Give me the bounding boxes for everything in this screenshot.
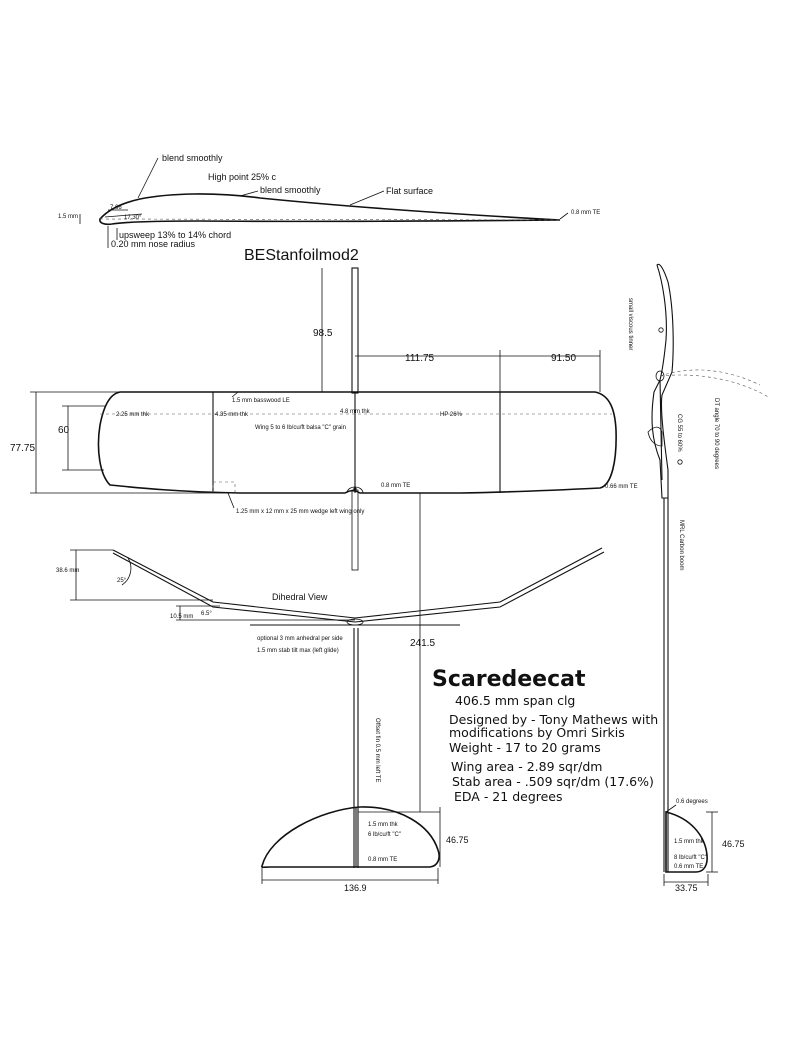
dim-fuse-nose: 98.5 bbox=[313, 328, 333, 339]
spec-span: 406.5 mm span clg bbox=[455, 693, 575, 708]
label-stab-balsa: 6 lb/cu/ft "C" bbox=[368, 832, 401, 838]
dim-outer: 91.50 bbox=[551, 353, 576, 364]
side-wing-root bbox=[647, 426, 663, 447]
label-le-thk: 1.5 mm bbox=[58, 214, 78, 220]
dim-stab-span: 136.9 bbox=[344, 883, 367, 893]
wing-mount-pin bbox=[353, 487, 357, 491]
dim-tip-chord: 60 bbox=[58, 425, 70, 436]
spec-wing-area: Wing area - 2.89 sqr/dm bbox=[451, 759, 602, 774]
spec-stab-area: Stab area - .509 sqr/dm (17.6%) bbox=[452, 774, 654, 789]
label-angle-1: 7.66 bbox=[110, 205, 122, 211]
spec-eda: EDA - 21 degrees bbox=[454, 789, 563, 804]
side-mount-hole bbox=[658, 327, 664, 333]
label-fin-balsa: 8 lb/cu/ft "C" bbox=[674, 855, 707, 861]
pylon-front bbox=[351, 267, 359, 394]
label-fin-te: 0.6 mm TE bbox=[674, 864, 703, 870]
airfoil-profile bbox=[99, 193, 561, 226]
leader-blend-upper bbox=[137, 157, 159, 199]
side-wing-mount bbox=[655, 370, 665, 382]
leader-le-note bbox=[231, 391, 239, 398]
spec-weight: Weight - 17 to 20 grams bbox=[449, 740, 601, 755]
side-view: small viscous tinner DT angle 70 to 90 d… bbox=[627, 263, 771, 893]
label-angle-2: 17.30° bbox=[124, 215, 142, 221]
spec-modifications: modifications by Omri Sirkis bbox=[449, 725, 625, 740]
label-stab-tilt: 1.5 mm stab tilt max (left glide) bbox=[257, 648, 339, 654]
dt-arc-2 bbox=[659, 369, 761, 386]
leader-wedge bbox=[227, 492, 235, 509]
label-tip-height: 38.6 mm bbox=[56, 568, 79, 574]
airfoil-name: BEStanfoilmod2 bbox=[244, 247, 359, 264]
dim-boom-len: 241.5 bbox=[410, 638, 435, 649]
label-dt-angle: DT angle 70 to 90 degrees bbox=[713, 398, 719, 469]
dihedral-fuselage bbox=[346, 618, 364, 626]
leader-flat bbox=[349, 190, 385, 206]
label-offset-fin: Offset fin 0.5 mm left TE bbox=[374, 718, 380, 782]
label-anhedral: optional 3 mm anhedral per side bbox=[257, 636, 343, 642]
label-airfoil-te: 0.8 mm TE bbox=[571, 210, 600, 216]
label-fin-angle: 0.6 degrees bbox=[676, 799, 708, 805]
label-inner-angle: 6.5° bbox=[201, 611, 212, 617]
label-wedge: 1.25 mm x 12 mm x 25 mm wedge left wing … bbox=[236, 509, 364, 515]
label-high-point: High point 25% c bbox=[208, 172, 277, 182]
wedge-area bbox=[212, 481, 236, 494]
dim-fin-chord: 33.75 bbox=[675, 883, 698, 893]
label-flat-surface: Flat surface bbox=[386, 186, 433, 196]
label-tip-angle: 25° bbox=[117, 578, 127, 584]
dim-fin-height: 46.75 bbox=[722, 839, 745, 849]
side-pod bbox=[651, 263, 674, 499]
label-fin-thk: 1.5 mm thk bbox=[674, 839, 705, 845]
dihedral-wing-bottom bbox=[112, 551, 605, 623]
leader-te bbox=[559, 212, 569, 220]
label-blend-mid: blend smoothly bbox=[260, 185, 321, 195]
boom-and-stab: Offset fin 0.5 mm left TE 1.5 mm thk 6 l… bbox=[261, 628, 469, 893]
top-view: 98.5 111.75 91.50 77.75 60 1.5 mm basswo… bbox=[10, 267, 638, 813]
label-wing-te: 0.8 mm TE bbox=[381, 483, 410, 489]
wing-planform bbox=[97, 391, 617, 494]
label-inner-height: 10.5 mm bbox=[170, 614, 193, 620]
label-carbon-boom: MRL Carbon boom bbox=[678, 520, 684, 570]
airfoil-chord-line bbox=[99, 218, 561, 221]
dihedral-view: 38.6 mm 25° 10.5 mm 6.5° Dihedral View o… bbox=[56, 547, 605, 654]
angle-arc-tip bbox=[121, 557, 132, 586]
dim-root-chord: 77.75 bbox=[10, 443, 35, 454]
label-cg: CG 55 to 60% bbox=[676, 414, 682, 452]
angle-arc-2 bbox=[104, 213, 143, 218]
spec-block: Scaredeecat 406.5 mm span clg Designed b… bbox=[432, 667, 658, 804]
dim-stab-chord: 46.75 bbox=[446, 835, 469, 845]
label-thk-mid: 4.35 mm thk bbox=[215, 412, 249, 418]
stab-planform bbox=[261, 806, 440, 869]
label-dihedral-view: Dihedral View bbox=[272, 592, 328, 602]
label-stab-thk: 1.5 mm thk bbox=[368, 822, 399, 828]
fin-outline bbox=[665, 810, 708, 873]
airfoil-section: blend smoothly High point 25% c blend sm… bbox=[58, 153, 600, 264]
label-upsweep: upsweep 13% to 14% chord bbox=[119, 230, 231, 240]
model-title: Scaredeecat bbox=[432, 667, 586, 692]
dihedral-wing-top bbox=[112, 547, 603, 619]
label-blend-upper: blend smoothly bbox=[162, 153, 223, 163]
label-stab-te: 0.8 mm TE bbox=[368, 857, 397, 863]
label-le-basswood: 1.5 mm basswood LE bbox=[232, 398, 290, 404]
label-wing-balsa: Wing 5 to 6 lb/cu/ft balsa "C" grain bbox=[255, 425, 346, 431]
label-thk-root: 4.8 mm thk bbox=[340, 409, 371, 415]
label-nose-radius: 0.20 mm nose radius bbox=[111, 239, 196, 249]
spec-designed-by: Designed by - Tony Mathews with bbox=[449, 712, 658, 727]
label-hp: HP 26% bbox=[440, 412, 463, 418]
dt-arc-1 bbox=[659, 374, 771, 399]
dim-inner: 111.75 bbox=[405, 353, 435, 364]
boom-section bbox=[351, 489, 359, 571]
leader-fin-angle bbox=[665, 804, 677, 813]
label-viscous-timer: small viscous tinner bbox=[627, 298, 633, 350]
label-wing-te-right: 0.66 mm TE bbox=[605, 484, 638, 490]
leader-blend-mid bbox=[239, 190, 259, 197]
cg-mark bbox=[677, 459, 683, 465]
wing-mount bbox=[346, 486, 364, 494]
label-thk-tip: 2.25 mm thk bbox=[116, 412, 150, 418]
